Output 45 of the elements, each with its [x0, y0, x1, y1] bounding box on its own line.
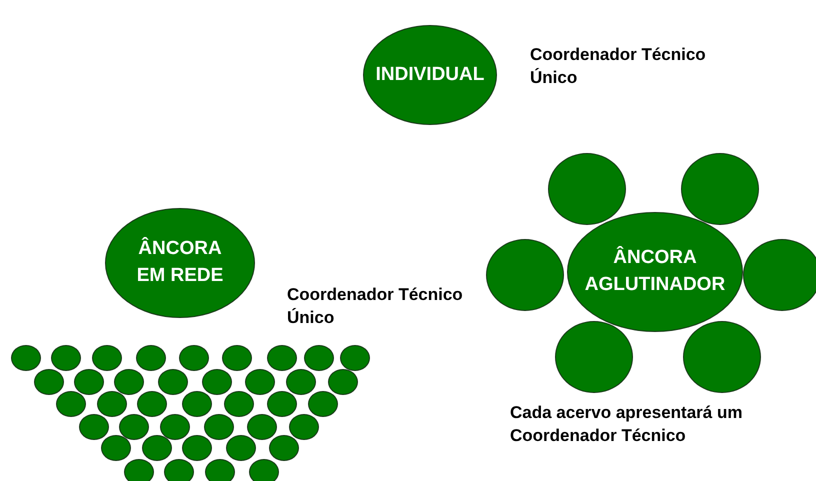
circle-shape	[124, 459, 154, 481]
circle-shape	[226, 435, 256, 461]
circle-shape	[267, 391, 297, 417]
circle-shape	[164, 459, 194, 481]
circle-shape	[267, 345, 297, 371]
circle-shape	[97, 391, 127, 417]
circle-shape	[286, 369, 316, 395]
circle-shape	[79, 414, 109, 440]
circle-shape	[160, 414, 190, 440]
annotation-text: Coordenador Técnico Único	[530, 44, 707, 89]
circle-shape	[182, 391, 212, 417]
circle-shape	[137, 391, 167, 417]
circle-shape	[224, 391, 254, 417]
circle-shape	[328, 369, 358, 395]
circle-shape	[222, 345, 252, 371]
circle-shape	[202, 369, 232, 395]
circle-shape	[204, 414, 234, 440]
circle-shape	[249, 459, 279, 481]
annotation-text: Coordenador Técnico Único	[287, 284, 464, 329]
circle-shape	[136, 345, 166, 371]
node-label: INDIVIDUAL	[376, 62, 484, 87]
node-label: ÂNCORA AGLUTINADOR	[584, 245, 726, 297]
circle-shape	[269, 435, 299, 461]
circle-shape	[34, 369, 64, 395]
circle-shape	[340, 345, 370, 371]
circle-shape	[158, 369, 188, 395]
circle-shape	[304, 345, 334, 371]
note-text: Cada acervo apresentará um Coordenador Técnico	[510, 402, 744, 447]
circle-shape	[11, 345, 41, 371]
circle-shape	[245, 369, 275, 395]
circle-shape	[51, 345, 81, 371]
circle-shape	[101, 435, 131, 461]
circle-shape	[308, 391, 338, 417]
circle-shape	[179, 345, 209, 371]
circle-shape	[205, 459, 235, 481]
circle-shape	[142, 435, 172, 461]
circle-shape	[247, 414, 277, 440]
circle-shape	[92, 345, 122, 371]
circle-shape	[182, 435, 212, 461]
circle-shape	[119, 414, 149, 440]
circle-shape	[114, 369, 144, 395]
node-label: ÂNCORA EM REDE	[136, 236, 224, 288]
circle-shape	[289, 414, 319, 440]
circle-shape	[74, 369, 104, 395]
circle-shape	[56, 391, 86, 417]
